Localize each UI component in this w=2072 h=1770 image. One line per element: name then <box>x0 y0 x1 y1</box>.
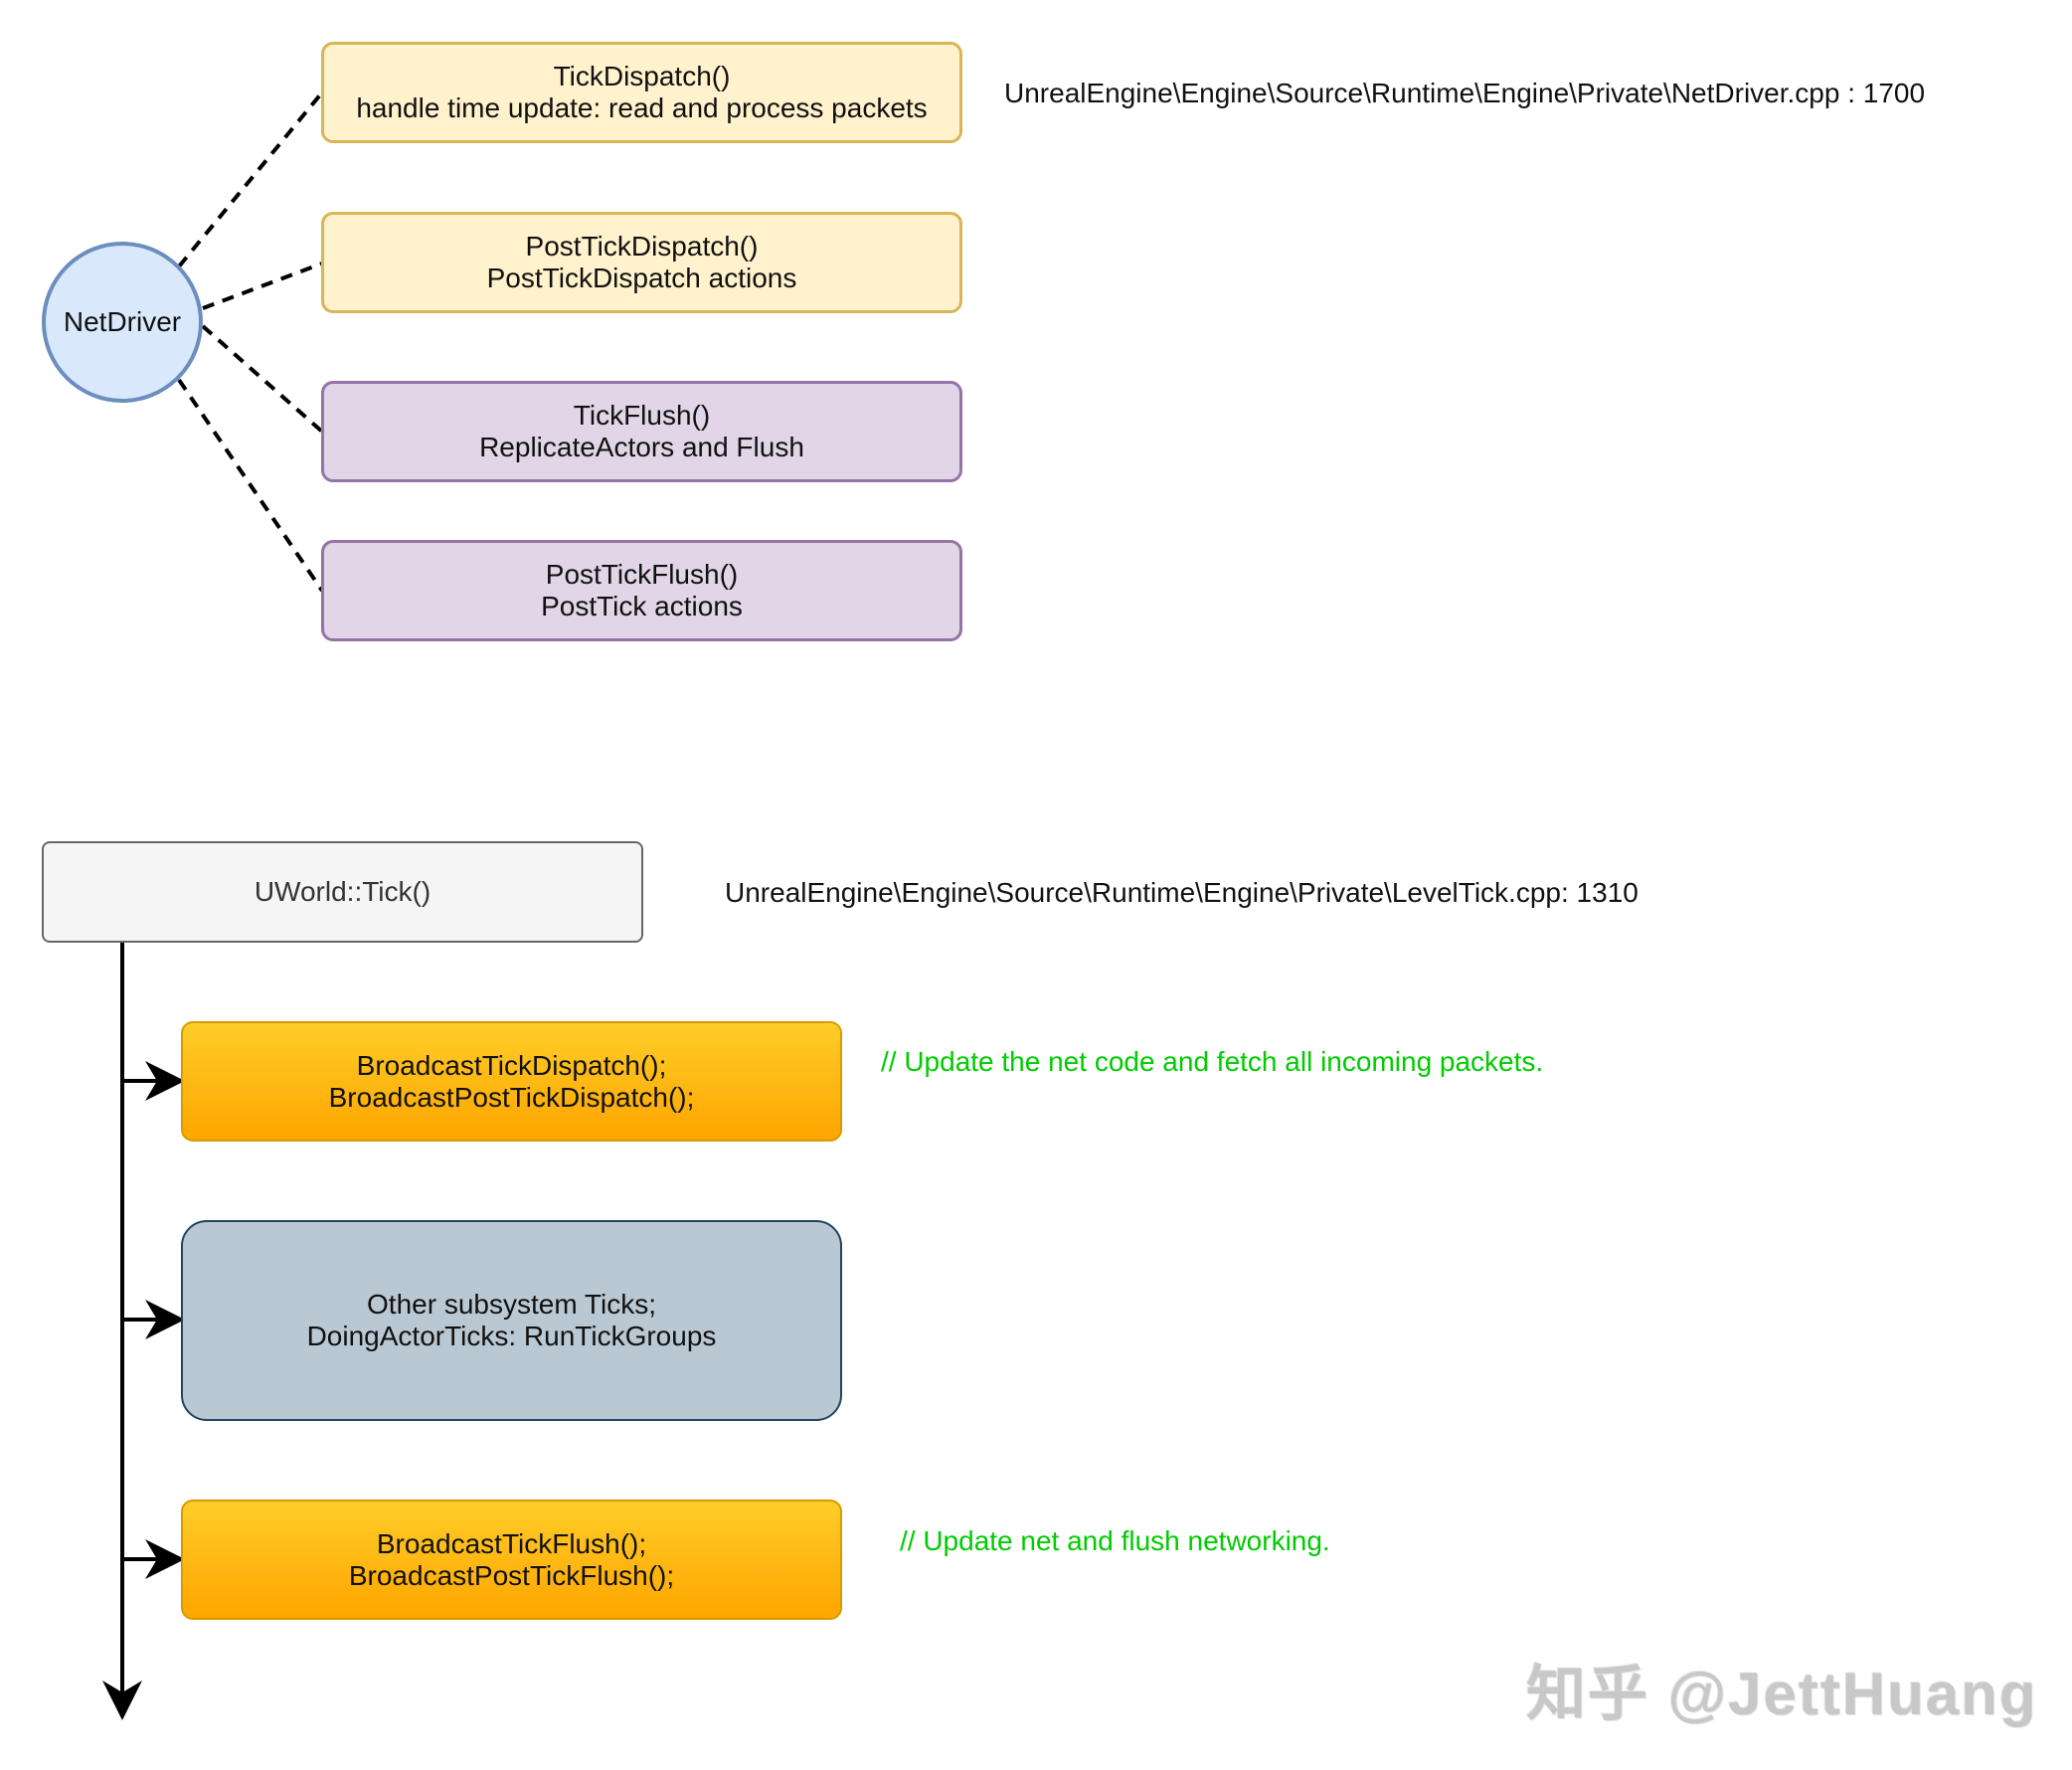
node-tickflush: TickFlush() ReplicateActors and Flush <box>321 381 962 482</box>
dashed-link-tickdispatch <box>177 90 324 268</box>
step-3-line1: BroadcastTickFlush(); <box>376 1527 647 1559</box>
dashed-link-posttickflush <box>177 378 324 593</box>
step-1-line2: BroadcastPostTickDispatch(); <box>328 1081 695 1113</box>
node-tickflush-desc: ReplicateActors and Flush <box>479 432 804 462</box>
uworld-source-path: UnrealEngine\Engine\Source\Runtime\Engin… <box>725 877 1639 908</box>
node-posttickflush-title: PostTickFlush() <box>545 559 739 590</box>
netdriver-label: NetDriver <box>63 306 182 337</box>
node-tickflush-title: TickFlush() <box>573 400 711 431</box>
step-1-comment: // Update the net code and fetch all inc… <box>881 1046 1544 1077</box>
step-3-comment: // Update net and flush networking. <box>900 1525 1330 1556</box>
node-posttickdispatch-desc: PostTickDispatch actions <box>486 263 797 293</box>
node-uworld-tick: UWorld::Tick() <box>42 841 643 943</box>
step-other-subsystem-ticks: Other subsystem Ticks; DoingActorTicks: … <box>181 1220 842 1421</box>
node-posttickflush-desc: PostTick actions <box>541 591 743 621</box>
node-tickdispatch: TickDispatch() handle time update: read … <box>321 42 962 143</box>
step-1-line1: BroadcastTickDispatch(); <box>356 1049 667 1081</box>
step-2-line2: DoingActorTicks: RunTickGroups <box>306 1321 717 1351</box>
uworld-tick-label: UWorld::Tick() <box>254 876 432 907</box>
node-posttickdispatch: PostTickDispatch() PostTickDispatch acti… <box>321 212 962 313</box>
node-tickdispatch-title: TickDispatch() <box>553 61 731 91</box>
node-tickdispatch-desc: handle time update: read and process pac… <box>356 92 928 123</box>
netdriver-circle: NetDriver <box>42 242 203 403</box>
step-broadcast-tickflush: BroadcastTickFlush(); BroadcastPostTickF… <box>181 1500 842 1620</box>
dashed-link-posttickdispatch <box>202 262 323 310</box>
step-3-line2: BroadcastPostTickFlush(); <box>348 1559 675 1591</box>
step-broadcast-tickdispatch: BroadcastTickDispatch(); BroadcastPostTi… <box>181 1021 842 1142</box>
node-posttickflush: PostTickFlush() PostTick actions <box>321 540 962 641</box>
watermark: 知乎 @JettHuang <box>1526 1661 2038 1727</box>
dashed-link-tickflush <box>201 324 324 434</box>
step-2-line1: Other subsystem Ticks; <box>367 1289 656 1320</box>
netdriver-source-path: UnrealEngine\Engine\Source\Runtime\Engin… <box>1004 78 1926 108</box>
node-posttickdispatch-title: PostTickDispatch() <box>525 231 759 262</box>
